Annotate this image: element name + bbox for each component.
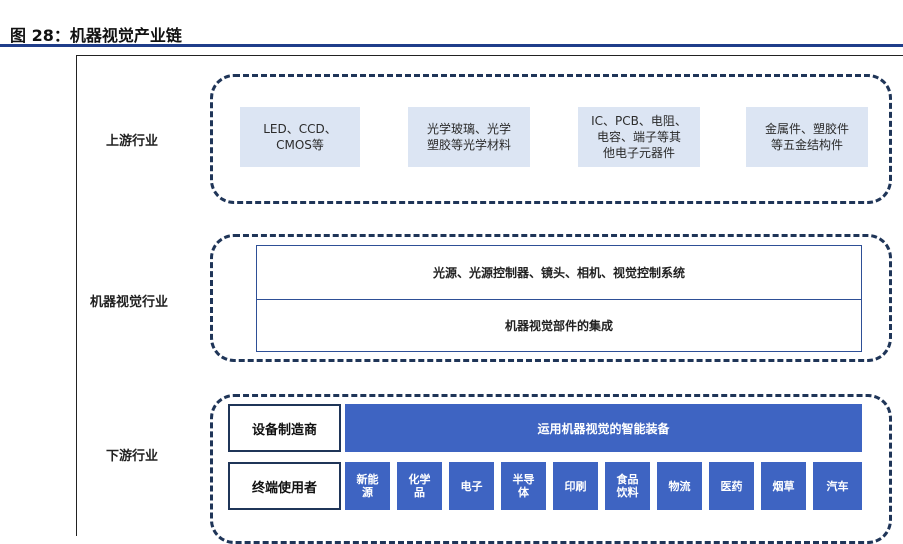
sector-electronics: 电子: [449, 462, 494, 510]
midstream-group: [210, 234, 892, 362]
sector-semiconductor: 半导 体: [501, 462, 546, 510]
end-user-label: 终端使用者: [228, 462, 341, 510]
sector-food-beverage: 食品 饮料: [605, 462, 650, 510]
sector-logistics: 物流: [657, 462, 702, 510]
midstream-components: 光源、光源控制器、镜头、相机、视觉控制系统: [256, 245, 862, 300]
manufacturer-bar: 运用机器视觉的智能装备: [345, 404, 862, 452]
sector-pharma: 医药: [709, 462, 754, 510]
sector-chemicals: 化学 品: [397, 462, 442, 510]
upstream-group: [210, 74, 892, 204]
downstream-label: 下游行业: [106, 449, 159, 464]
figure-title: 图 28：机器视觉产业链: [10, 26, 182, 45]
upstream-label: 上游行业: [106, 134, 159, 149]
upstream-item-4: 金属件、塑胶件 等五金结构件: [746, 107, 868, 167]
midstream-integration: 机器视觉部件的集成: [256, 299, 862, 352]
sector-automotive: 汽车: [813, 462, 862, 510]
sector-tobacco: 烟草: [761, 462, 806, 510]
midstream-label: 机器视觉行业: [90, 295, 169, 310]
manufacturer-label: 设备制造商: [228, 404, 341, 452]
sector-new-energy: 新能 源: [345, 462, 390, 510]
sector-printing: 印刷: [553, 462, 598, 510]
title-rule: [0, 44, 903, 47]
upstream-item-1: LED、CCD、 CMOS等: [240, 107, 360, 167]
upstream-item-3: IC、PCB、电阻、 电容、端子等其 他电子元器件: [578, 107, 700, 167]
upstream-item-2: 光学玻璃、光学 塑胶等光学材料: [408, 107, 530, 167]
diagram-frame: [76, 55, 903, 536]
